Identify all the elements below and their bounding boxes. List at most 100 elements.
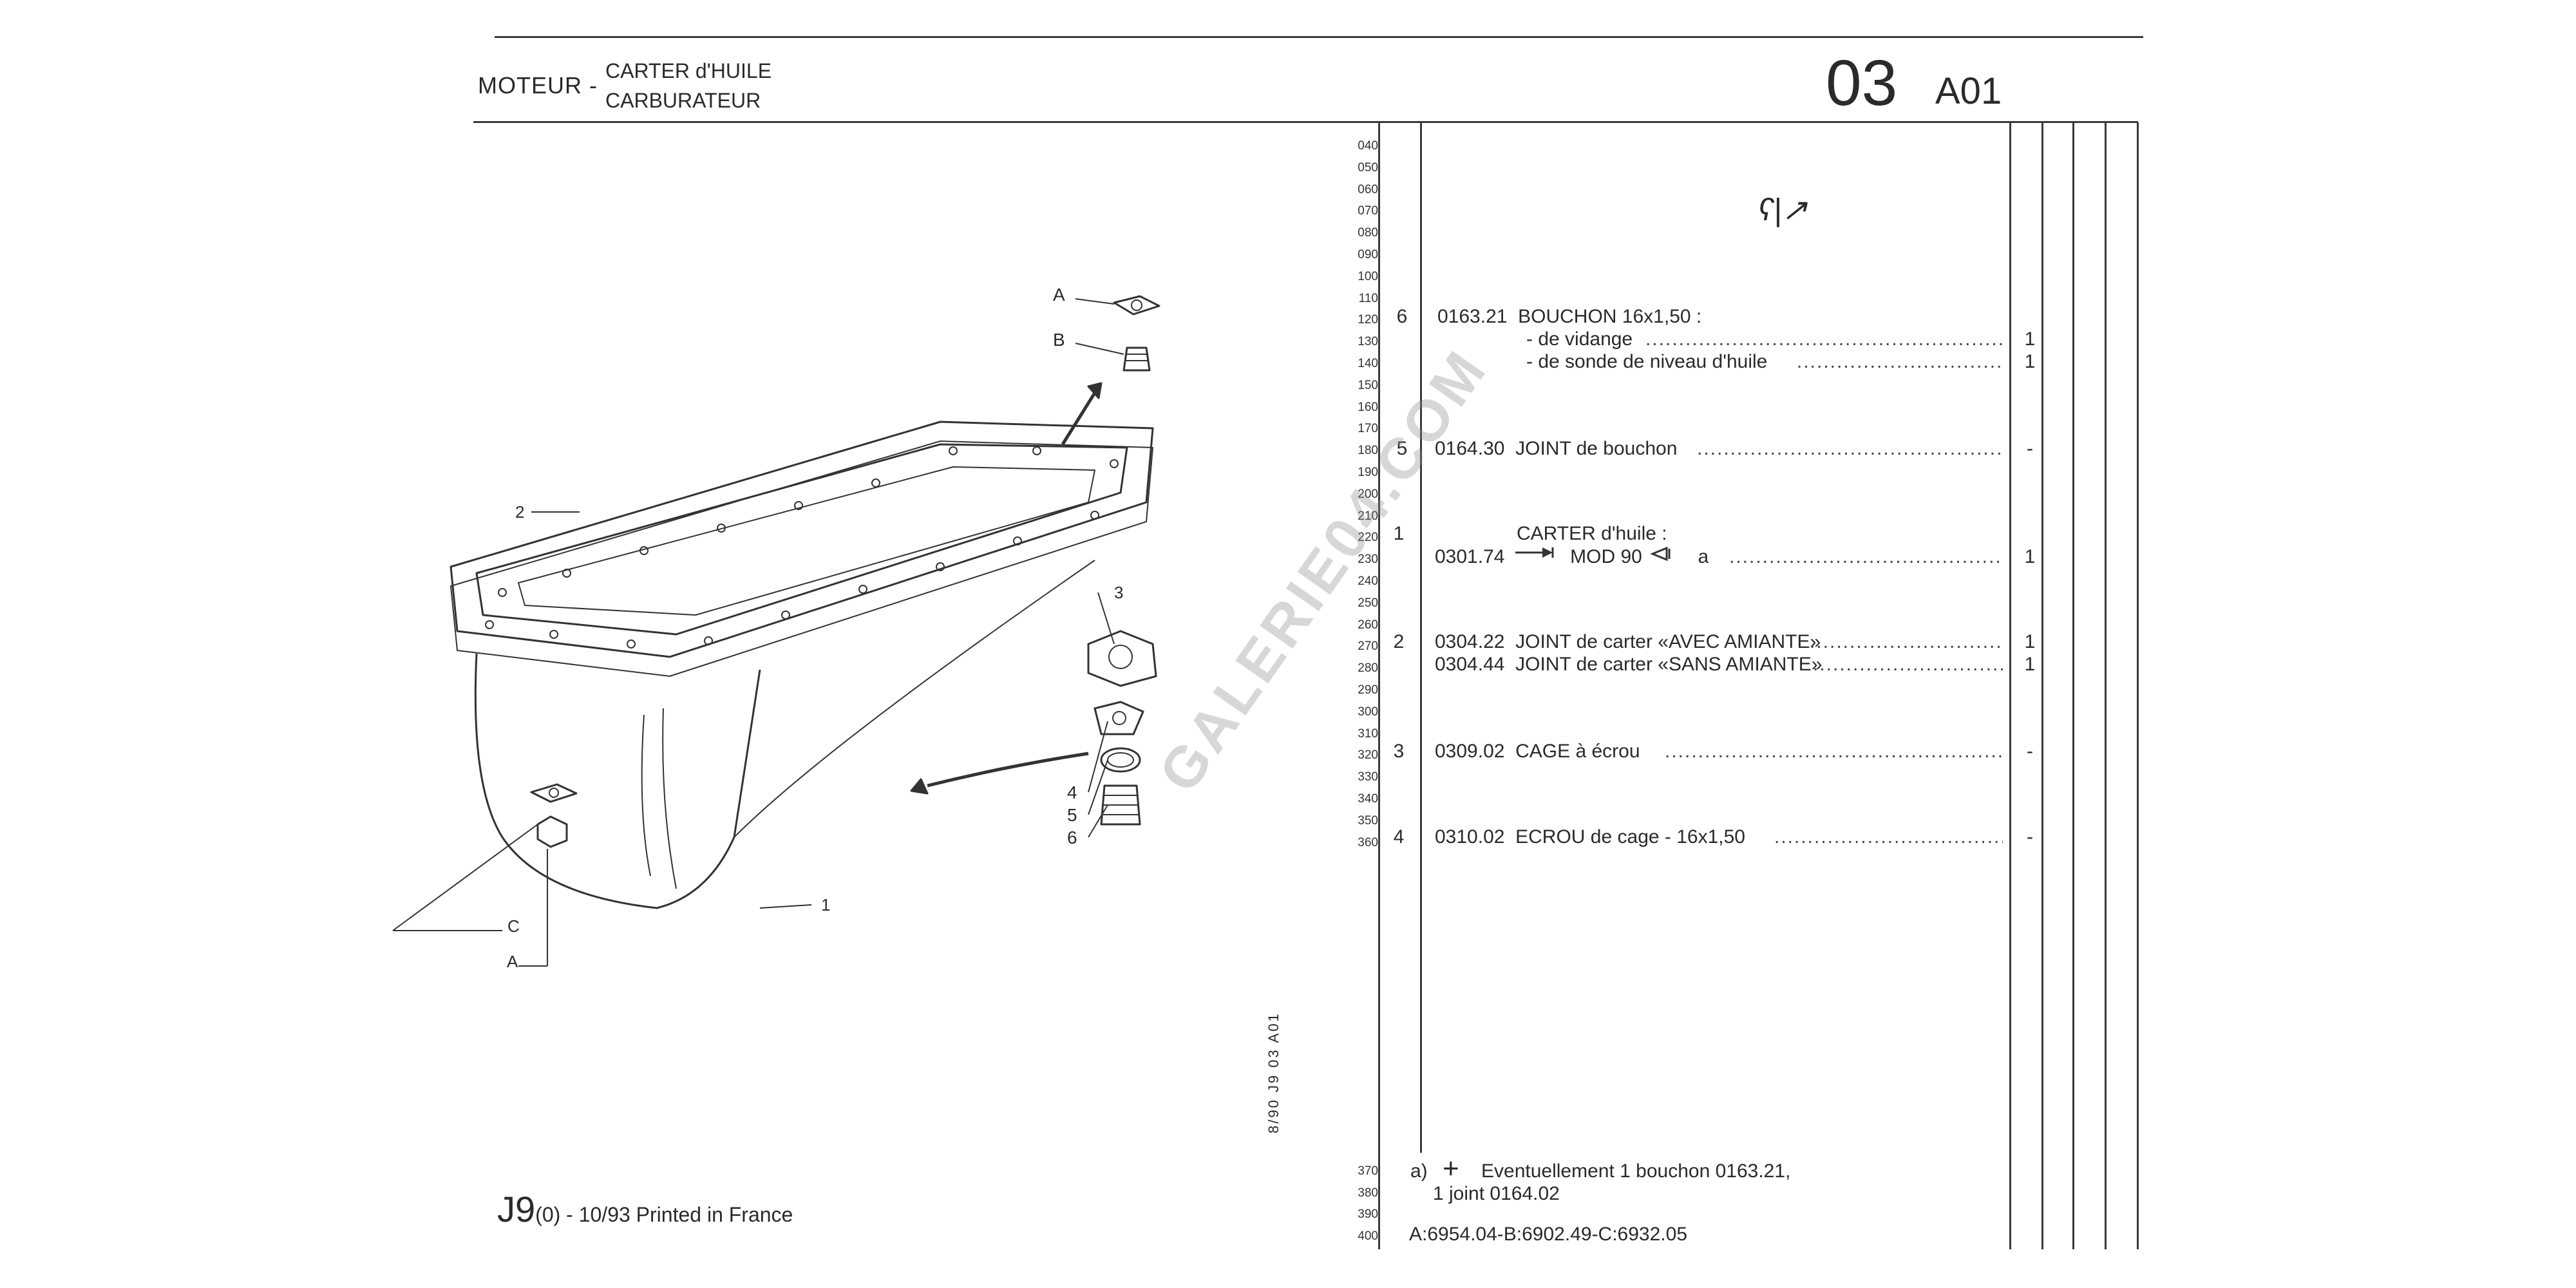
note-codes: A:6954.04-B:6902.49-C:6932.05: [1409, 1224, 1687, 1245]
part-ref: 0163.21: [1437, 306, 1508, 327]
group-number: 03: [1826, 47, 1898, 119]
arrow-right-icon: [1510, 544, 1565, 565]
part-ref: 0309.02: [1435, 741, 1505, 762]
part-ref: 0164.30: [1435, 438, 1505, 459]
line-number: 360: [1358, 835, 1378, 849]
part-count: 1: [2024, 546, 2036, 567]
part-desc: JOINT de carter «AVEC AMIANTE»: [1515, 631, 1821, 652]
line-number: 180: [1358, 444, 1378, 458]
line-number: 140: [1358, 357, 1378, 370]
column-divider: [1420, 122, 1422, 1153]
line-number: 280: [1358, 661, 1378, 676]
footer-model: J9: [497, 1189, 536, 1229]
line-number: 220: [1358, 531, 1378, 545]
part-row: 0310.02 ECROU de cage - 16x1,50: [1435, 826, 1745, 848]
part-row: 0304.22 JOINT de carter «AVEC AMIANTE»: [1435, 631, 1821, 653]
item-number: 1: [1393, 523, 1405, 544]
line-number: 370: [1358, 1164, 1378, 1178]
pan-opening: [518, 466, 1095, 616]
leader-dots: ........................................…: [1645, 328, 2003, 348]
part-desc-title: CARTER d'huile :: [1517, 523, 1667, 544]
line-number: 260: [1358, 618, 1378, 632]
line-number: 130: [1358, 335, 1378, 349]
line-number: 210: [1358, 509, 1378, 523]
line-number: 390: [1358, 1208, 1378, 1221]
line-number: 080: [1358, 226, 1378, 240]
line-number: 120: [1358, 313, 1378, 327]
item-number: 5: [1396, 438, 1408, 459]
part-suffix: a: [1698, 546, 1709, 567]
line-number: 320: [1358, 748, 1378, 762]
diagram-label-3: 3: [1114, 583, 1124, 602]
column-divider: [2009, 122, 2011, 1249]
footer: J9(0) - 10/93 Printed in France: [497, 1188, 793, 1230]
leader-dots: ........................................…: [1697, 438, 2003, 457]
part-desc: CAGE à écrou: [1515, 741, 1640, 762]
part-row: 0163.21 BOUCHON 16x1,50 :: [1437, 306, 1701, 328]
diagram-label-2: 2: [515, 502, 525, 522]
part-count: -: [2027, 741, 2033, 762]
part-count: -: [2027, 438, 2033, 459]
line-number: 090: [1358, 248, 1378, 261]
part-ref: 0304.22: [1435, 631, 1505, 652]
line-number: 240: [1358, 574, 1378, 588]
part-ref: 0301.74: [1435, 546, 1505, 567]
part-count: 1: [2024, 631, 2036, 652]
diagram-label-a-bottom: A: [507, 952, 518, 971]
pan-flange-outer: [450, 421, 1154, 658]
column-divider: [2041, 122, 2043, 1249]
pan-body: [474, 653, 761, 909]
leader-dots: ........................................…: [1729, 546, 2003, 565]
line-number: 050: [1358, 160, 1378, 175]
leader-dots: ........................................…: [1810, 631, 2003, 650]
diagram-label-4: 4: [1067, 782, 1077, 802]
section-title: MOTEUR -: [478, 72, 598, 99]
column-divider: [1378, 122, 1380, 1249]
part-row: 0164.30 JOINT de bouchon: [1435, 438, 1677, 460]
diagram-label-c: C: [507, 916, 520, 936]
leader-dots: ........................................…: [1813, 654, 2003, 673]
line-number: 160: [1358, 400, 1378, 414]
part-count: 1: [2024, 351, 2036, 372]
part-count: 1: [2024, 328, 2036, 350]
leader-dots: ........................................…: [1665, 741, 2003, 760]
part-ref: 0304.44: [1435, 654, 1505, 675]
diagram-label-a: A: [1053, 285, 1065, 305]
arrow-left-icon: [1647, 545, 1692, 567]
line-number: 330: [1358, 770, 1378, 784]
note-line2: 1 joint 0164.02: [1433, 1183, 1560, 1204]
line-number: 300: [1358, 705, 1378, 719]
line-number: 040: [1358, 139, 1378, 153]
line-number: 200: [1358, 487, 1378, 501]
vertical-stamp: 8/90 J9 03 A01: [1265, 1012, 1282, 1133]
group-code: A01: [1935, 70, 2002, 112]
diagram-label-5: 5: [1067, 805, 1077, 825]
part-desc: ECROU de cage - 16x1,50: [1515, 826, 1745, 848]
diagram-label-1: 1: [821, 895, 831, 914]
part-row: 0301.74 MOD 90 a: [1435, 546, 1709, 568]
part-row: 0304.44 JOINT de carter «SANS AMIANTE»: [1435, 654, 1822, 676]
line-number: 400: [1358, 1229, 1378, 1243]
handwritten-mark: ʕ|↗: [1758, 193, 1808, 227]
subtitle-line1: CARTER d'HUILE: [605, 59, 772, 82]
item-number: 4: [1393, 826, 1405, 848]
item-number: 2: [1393, 631, 1405, 652]
line-number: 310: [1358, 726, 1378, 741]
line-number: 060: [1358, 182, 1378, 196]
subtitle-line2: CARBURATEUR: [605, 89, 761, 112]
part-sub-desc: - de sonde de niveau d'huile: [1526, 351, 1768, 372]
leader-dots: ........................................…: [1797, 351, 2003, 370]
top-rule: [495, 36, 2143, 38]
line-number: 190: [1358, 466, 1378, 479]
part-sub-desc: - de vidange: [1526, 328, 1633, 350]
part-desc: BOUCHON 16x1,50 :: [1518, 306, 1702, 327]
line-number: 070: [1358, 204, 1378, 218]
diagram-label-6: 6: [1067, 828, 1077, 848]
pan-flange-inner: [475, 443, 1128, 636]
note-marker: a): [1410, 1160, 1428, 1182]
column-divider: [2072, 122, 2074, 1249]
item-number: 6: [1396, 306, 1408, 327]
line-number: 350: [1358, 813, 1378, 828]
part-desc: JOINT de carter «SANS AMIANTE»: [1515, 654, 1823, 675]
part-desc: JOINT de bouchon: [1515, 438, 1678, 459]
